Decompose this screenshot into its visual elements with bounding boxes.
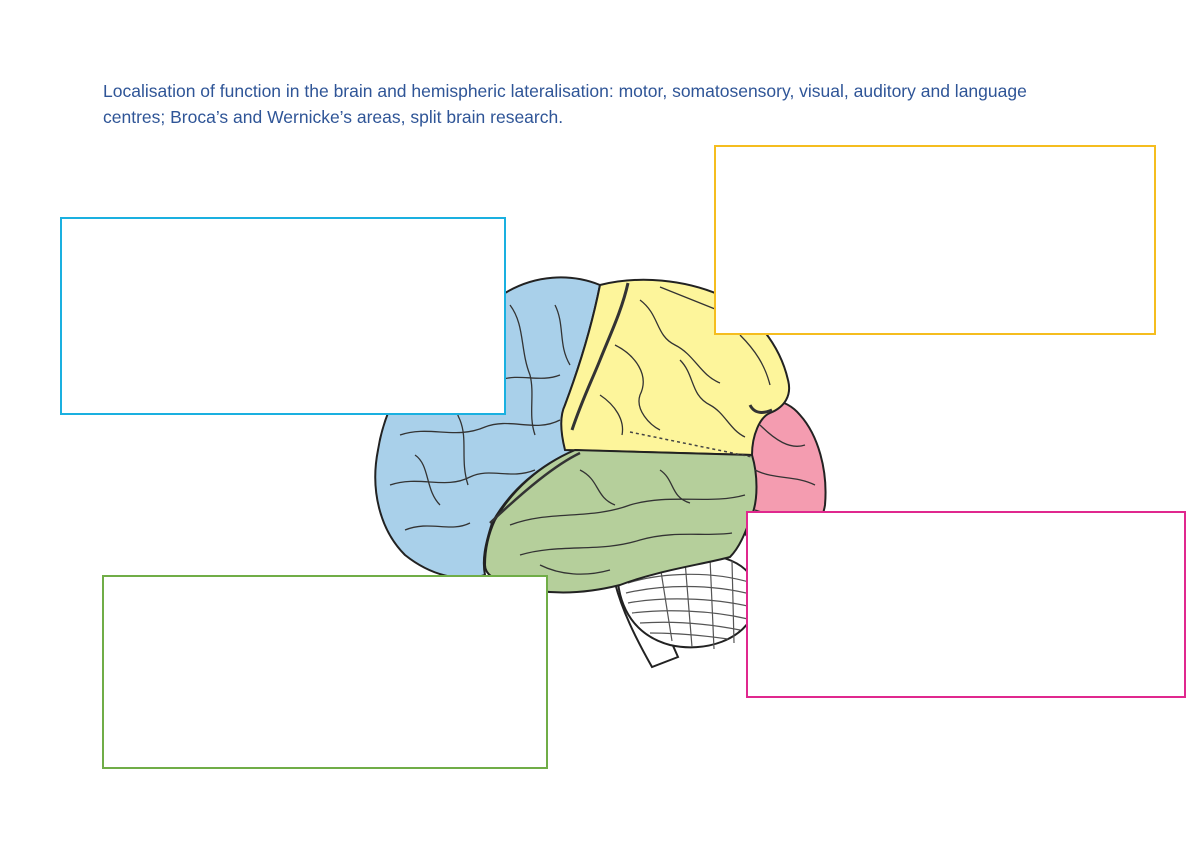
answer-box-parietal[interactable] (714, 145, 1156, 335)
cerebellum-folia (625, 557, 755, 650)
answer-box-temporal[interactable] (102, 575, 548, 769)
answer-box-frontal[interactable] (60, 217, 506, 415)
answer-box-occipital[interactable] (746, 511, 1186, 698)
page-title: Localisation of function in the brain an… (103, 81, 1027, 127)
lobe-boundary-dotted (629, 431, 753, 458)
